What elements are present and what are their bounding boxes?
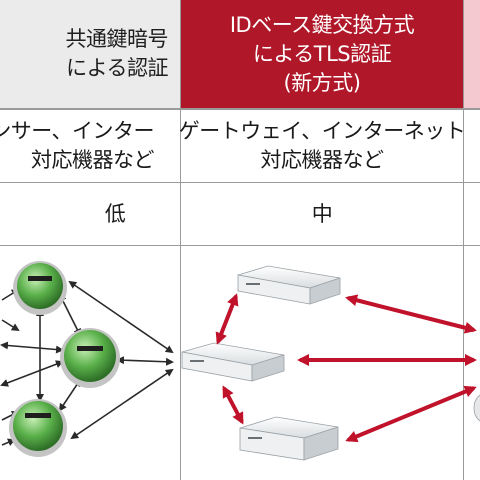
cost-middle-value: 中	[311, 201, 333, 226]
green-node-icon	[60, 328, 120, 388]
gateway-device-icon	[181, 342, 285, 382]
green-node-icon	[9, 399, 67, 457]
header-middle-cell: IDベース鍵交換方式 によるTLS認証 (新方式)	[181, 0, 463, 108]
header-left-cell: 共通鍵暗号 による認証	[0, 0, 180, 108]
cost-middle-cell: 中	[181, 183, 463, 245]
header-middle-line-2: によるTLS認証	[252, 41, 392, 66]
devices-left-line-2: 対応機器など	[31, 148, 155, 172]
cost-left-value: 低	[104, 201, 126, 226]
header-left-line-1: 共通鍵暗号	[65, 27, 169, 51]
devices-left-line-1: センサー、インター	[0, 119, 155, 143]
column-divider-1	[180, 0, 181, 480]
red-arrow	[215, 293, 239, 345]
black-arrow	[0, 341, 64, 354]
red-arrows	[215, 293, 477, 443]
header-middle-line-1: IDベース鍵交換方式	[229, 12, 415, 37]
red-arrow	[222, 385, 244, 425]
green-node-icon	[13, 261, 67, 315]
red-arrow	[345, 385, 477, 443]
gateway-device-icon	[239, 416, 339, 461]
row-divider-3	[0, 245, 480, 246]
black-arrow	[0, 360, 64, 387]
cost-left-cell: 低	[0, 183, 180, 245]
row-divider-1	[0, 108, 480, 110]
header-right-cell	[463, 0, 480, 108]
black-arrow	[116, 356, 174, 366]
black-arrow	[1, 319, 20, 332]
red-arrow	[345, 294, 477, 334]
header-left-line-2: による認証	[66, 56, 168, 80]
black-arrow	[70, 368, 174, 440]
column-divider-2	[463, 0, 464, 480]
gateway-device-icon	[237, 265, 341, 305]
row-divider-2	[0, 182, 480, 183]
devices-middle-line-1: ゲートウェイ、インターネット	[178, 119, 466, 143]
left-black-arrows	[0, 280, 174, 446]
header-middle-line-3: (新方式)	[283, 70, 361, 95]
devices-left-cell: センサー、インター 対応機器など	[0, 110, 180, 182]
sensor-nodes	[9, 261, 120, 457]
gateway-devices	[181, 265, 341, 461]
gateway-device-icon	[473, 394, 480, 422]
devices-middle-line-2: 対応機器など	[260, 148, 385, 172]
devices-middle-cell: ゲートウェイ、インターネット 対応機器など	[178, 110, 466, 182]
black-arrow	[68, 280, 174, 354]
